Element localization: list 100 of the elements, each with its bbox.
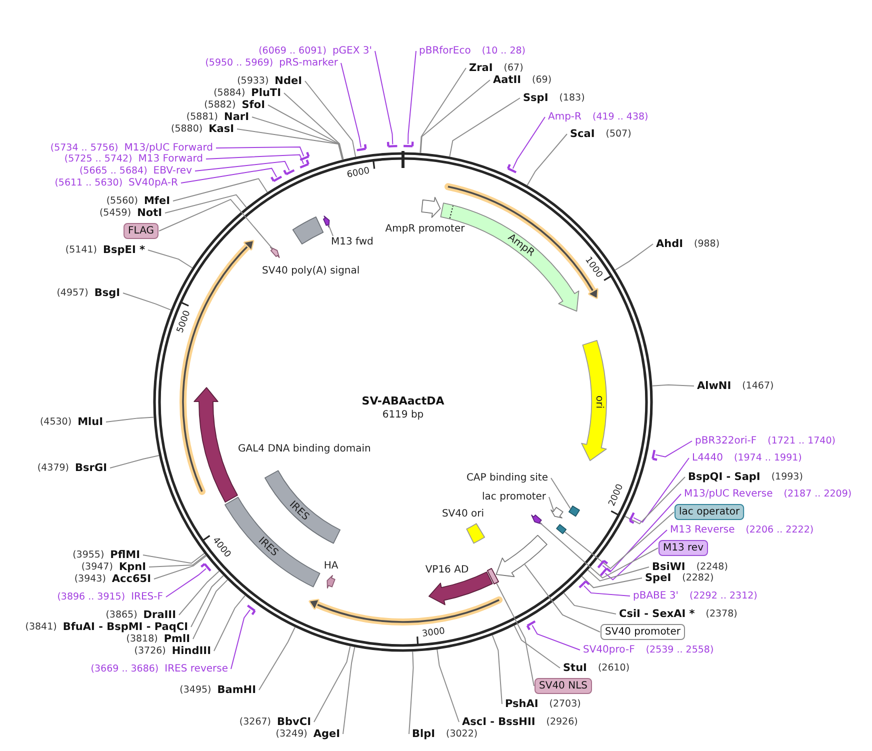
enzyme-name: NarI xyxy=(224,111,249,123)
leader-line xyxy=(408,651,414,734)
leader-line xyxy=(564,512,674,570)
primer-range: (2292 .. 2312) xyxy=(690,590,758,602)
primer-mark xyxy=(246,604,256,616)
leader-line xyxy=(106,416,154,422)
site-position: (3495) xyxy=(180,684,212,696)
site-position: (507) xyxy=(606,128,632,140)
leader-line xyxy=(374,50,394,145)
site-position: (5881) xyxy=(186,112,218,122)
leader-line xyxy=(194,160,290,172)
primer-name: pGEX 3' xyxy=(332,46,372,56)
enzyme-name: SpeI xyxy=(645,572,672,584)
site-position: (1993) xyxy=(771,472,803,482)
enzyme-name: NdeI xyxy=(274,75,302,87)
feature-label: CAP binding site xyxy=(466,472,548,484)
primer-range: (10 .. 28) xyxy=(482,46,526,56)
site-position: (69) xyxy=(532,74,552,86)
leader-line xyxy=(526,134,568,186)
leader-line xyxy=(492,634,502,704)
leader-line xyxy=(524,564,600,632)
enzyme-name: DraIII xyxy=(143,609,176,621)
leader-line xyxy=(514,625,560,668)
site-position: (4957) xyxy=(56,288,88,298)
enzyme-name: BspQI - SapI xyxy=(688,471,760,483)
primer-name: M13 Forward xyxy=(138,154,203,164)
primer-mark xyxy=(652,448,658,461)
feature-band xyxy=(323,216,330,228)
site-position: (3947) xyxy=(81,562,113,572)
site-position: (5882) xyxy=(204,100,236,110)
site-position: (2610) xyxy=(598,662,630,674)
leader-line xyxy=(304,80,356,158)
primer-name: M13 Reverse xyxy=(670,524,735,536)
leader-line xyxy=(216,146,304,157)
primer-name: SV40pro-F xyxy=(583,644,635,656)
leader-line xyxy=(268,104,344,160)
site-position: (3955) xyxy=(72,550,104,560)
leader-line xyxy=(581,576,642,588)
enzyme-name: BbvCI xyxy=(277,716,311,728)
leader-line xyxy=(340,62,362,148)
primer-name: Amp-R xyxy=(548,112,582,122)
site-position: (2378) xyxy=(706,608,738,620)
site-position: (1467) xyxy=(742,380,774,392)
primer-range: (3896 .. 3915) xyxy=(57,592,126,602)
primer-range: (5734 .. 5756) xyxy=(50,142,118,154)
enzyme-name: AscI - BssHII xyxy=(462,716,536,728)
feature-label: ori xyxy=(594,396,604,408)
primer-range: (5725 .. 5742) xyxy=(64,154,132,164)
feature-block xyxy=(556,524,567,534)
site-position: (3249) xyxy=(276,728,308,740)
site-position: (5141) xyxy=(65,244,97,256)
enzyme-name: SfoI xyxy=(242,99,265,111)
feature-block xyxy=(568,506,580,517)
scale-label: 2000 xyxy=(607,482,626,508)
primer-name: pBRforEco xyxy=(419,46,471,56)
enzyme-name: MluI xyxy=(78,416,103,428)
site-position: (3943) xyxy=(74,574,106,584)
site-position: (3726) xyxy=(134,646,166,656)
primer-mark xyxy=(597,560,608,569)
leader-line xyxy=(148,250,193,268)
enzyme-name: BfuAI - BspMI - PaqCI xyxy=(62,621,188,633)
leader-line xyxy=(154,555,207,580)
leader-line xyxy=(436,648,460,722)
leader-line xyxy=(655,440,692,458)
scale-label: 5000 xyxy=(176,309,193,334)
enzyme-name: PluTI xyxy=(251,87,281,99)
primer-mark xyxy=(200,562,212,572)
primer-range: (419 .. 438) xyxy=(592,112,648,122)
feature-label: VP16 AD xyxy=(425,564,469,576)
reading-frame-arc xyxy=(308,596,503,626)
leader-line xyxy=(614,244,654,271)
site-position: (3022) xyxy=(446,728,478,740)
feature-tag: SV40 promoter xyxy=(600,624,685,640)
primer-name: M13/pUC Reverse xyxy=(684,488,773,500)
primer-name: EBV-rev xyxy=(153,166,192,176)
leader-line xyxy=(284,92,344,160)
feature-tag: M13 rev xyxy=(658,540,708,556)
enzyme-name: BsrGI xyxy=(75,462,107,474)
site-position: (2282) xyxy=(682,572,714,584)
primer-range: (2206 .. 2222) xyxy=(746,524,814,536)
primer-name: IRES reverse xyxy=(164,664,228,674)
enzyme-name: PshAI xyxy=(505,698,538,710)
site-position: (5884) xyxy=(214,88,246,98)
feature-label: M13 fwd xyxy=(331,236,374,248)
site-position: (5933) xyxy=(237,76,269,86)
enzyme-name: AatII xyxy=(493,74,522,86)
leader-line xyxy=(408,50,416,145)
leader-line xyxy=(449,98,520,158)
primer-range: (5611 .. 5630) xyxy=(54,178,123,188)
plasmid-name: SV-ABAactDA xyxy=(362,394,444,408)
enzyme-name: CsiI - SexAI * xyxy=(619,608,695,620)
primer-range: (2187 .. 2209) xyxy=(784,488,852,500)
primer-name: pBABE 3' xyxy=(633,590,679,602)
primer-name: L4440 xyxy=(692,452,724,464)
feature-tag: lac operator xyxy=(674,504,744,520)
site-position: (5560) xyxy=(106,196,138,206)
leader-line xyxy=(206,154,304,164)
enzyme-name: PflMI xyxy=(110,549,140,561)
site-position: (2703) xyxy=(549,698,581,710)
leader-line xyxy=(420,68,466,154)
